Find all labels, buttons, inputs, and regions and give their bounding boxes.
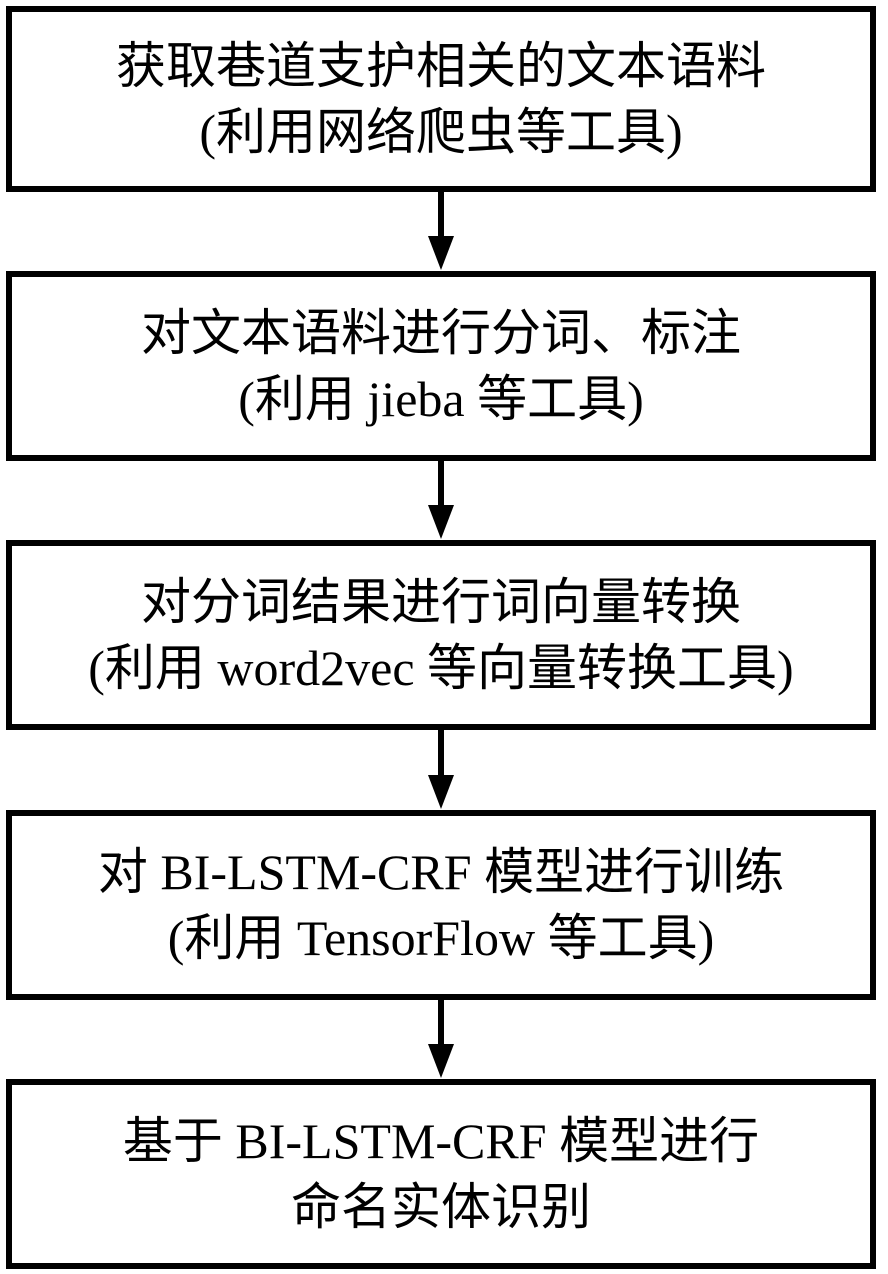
- step-4-subtitle: (利用 TensorFlow 等工具): [167, 910, 715, 966]
- step-4-box: 对 BI-LSTM-CRF 模型进行训练 (利用 TensorFlow 等工具): [6, 810, 876, 1000]
- step-1-subtitle: (利用网络爬虫等工具): [199, 104, 683, 160]
- step-5-box: 基于 BI-LSTM-CRF 模型进行 命名实体识别: [6, 1079, 876, 1269]
- step-5-subtitle: 命名实体识别: [291, 1179, 591, 1235]
- step-2-subtitle: (利用 jieba 等工具): [238, 371, 644, 427]
- step-2-box: 对文本语料进行分词、标注 (利用 jieba 等工具): [6, 271, 876, 461]
- step-3-subtitle: (利用 word2vec 等向量转换工具): [88, 640, 794, 696]
- step-4-title: 对 BI-LSTM-CRF 模型进行训练: [97, 844, 785, 900]
- step-3-title: 对分词结果进行词向量转换: [141, 574, 741, 630]
- step-2-title: 对文本语料进行分词、标注: [141, 305, 741, 361]
- step-3-box: 对分词结果进行词向量转换 (利用 word2vec 等向量转换工具): [6, 540, 876, 730]
- step-1-box: 获取巷道支护相关的文本语料 (利用网络爬虫等工具): [6, 6, 876, 192]
- step-1-title: 获取巷道支护相关的文本语料: [116, 38, 766, 94]
- step-5-title: 基于 BI-LSTM-CRF 模型进行: [122, 1113, 760, 1169]
